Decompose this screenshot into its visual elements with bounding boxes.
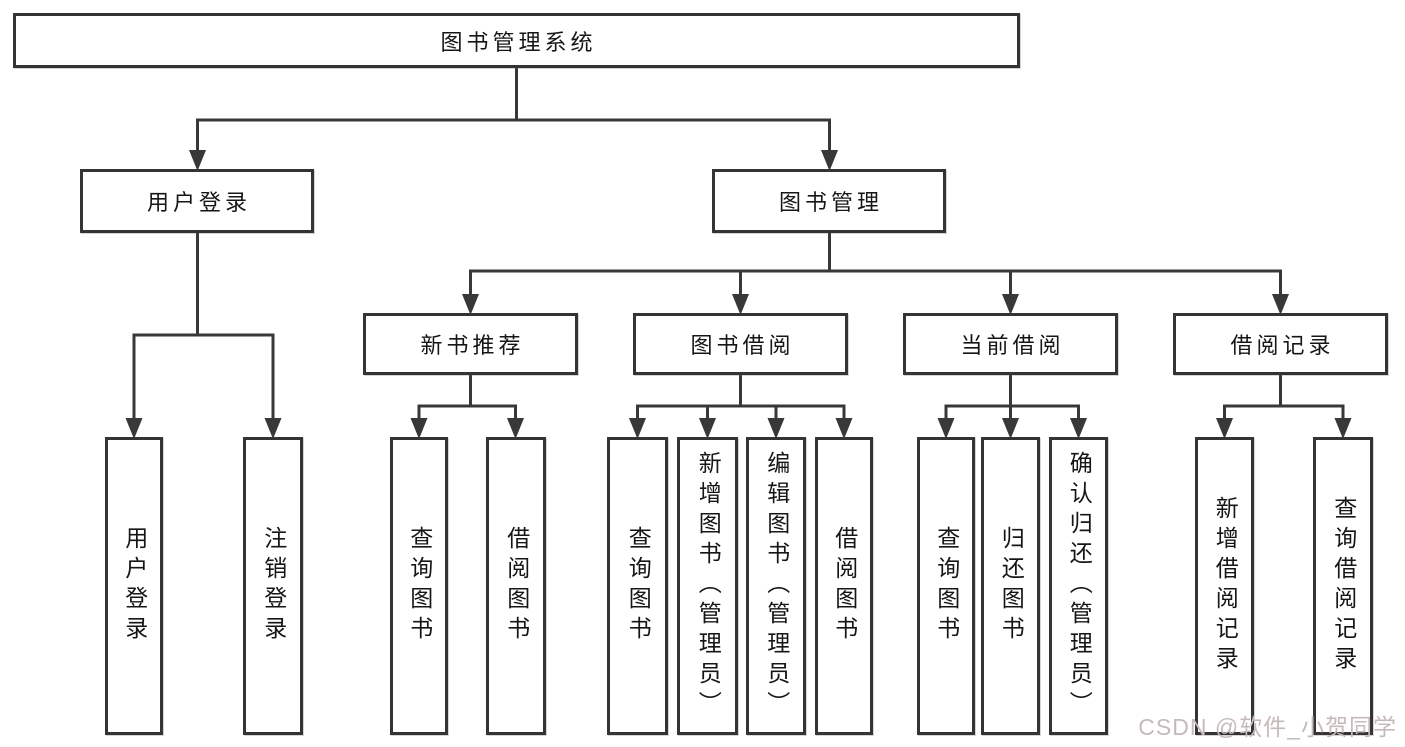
node-label: 当前借阅	[960, 333, 1065, 358]
node-new-book-recommend: 新书推荐	[363, 313, 578, 375]
node-leaf-borrow-books-1: 借阅图书	[486, 437, 546, 735]
node-leaf-query-books-3: 查询图书	[917, 437, 975, 735]
node-label: 借阅图书	[503, 526, 530, 646]
node-leaf-edit-books-admin: 编辑图书（管理员）	[746, 437, 806, 735]
node-leaf-add-books-admin: 新增图书（管理员）	[677, 437, 738, 735]
node-label: 查询图书	[625, 526, 652, 646]
node-label: 图书管理	[778, 190, 883, 215]
node-leaf-user-login: 用户登录	[105, 437, 163, 735]
node-label: 新增借阅记录	[1212, 496, 1239, 676]
node-current-borrowing: 当前借阅	[903, 313, 1118, 375]
node-leaf-confirm-return-admin: 确认归还（管理员）	[1049, 437, 1108, 735]
node-label: 新书推荐	[420, 333, 525, 358]
node-label: 用户登录	[121, 526, 148, 646]
node-label: 图书借阅	[690, 333, 795, 358]
node-label: 新增图书（管理员）	[695, 451, 722, 721]
node-leaf-return-books: 归还图书	[981, 437, 1040, 735]
node-label: 查询图书	[406, 526, 433, 646]
node-book-management: 图书管理	[712, 169, 946, 233]
node-label: 归还图书	[998, 526, 1025, 646]
node-label: 借阅记录	[1230, 333, 1335, 358]
node-label: 查询图书	[933, 526, 960, 646]
node-leaf-query-books-1: 查询图书	[390, 437, 448, 735]
node-leaf-logout: 注销登录	[243, 437, 303, 735]
node-label: 借阅图书	[831, 526, 858, 646]
node-label: 图书管理系统	[440, 29, 597, 55]
node-label: 编辑图书（管理员）	[763, 451, 790, 721]
node-label: 注销登录	[260, 526, 287, 646]
node-library-management-system: 图书管理系统	[13, 13, 1020, 68]
node-leaf-borrow-books-2: 借阅图书	[815, 437, 873, 735]
node-label: 用户登录	[146, 190, 251, 215]
node-leaf-query-borrow-record: 查询借阅记录	[1313, 437, 1373, 735]
node-leaf-query-books-2: 查询图书	[607, 437, 668, 735]
csdn-watermark: CSDN @软件_小贺同学	[1138, 714, 1397, 740]
node-leaf-add-borrow-record: 新增借阅记录	[1195, 437, 1254, 735]
node-label: 查询借阅记录	[1330, 496, 1357, 676]
node-user-login: 用户登录	[80, 169, 314, 233]
node-borrowing-records: 借阅记录	[1173, 313, 1388, 375]
node-label: 确认归还（管理员）	[1066, 451, 1093, 721]
node-book-borrowing: 图书借阅	[633, 313, 848, 375]
